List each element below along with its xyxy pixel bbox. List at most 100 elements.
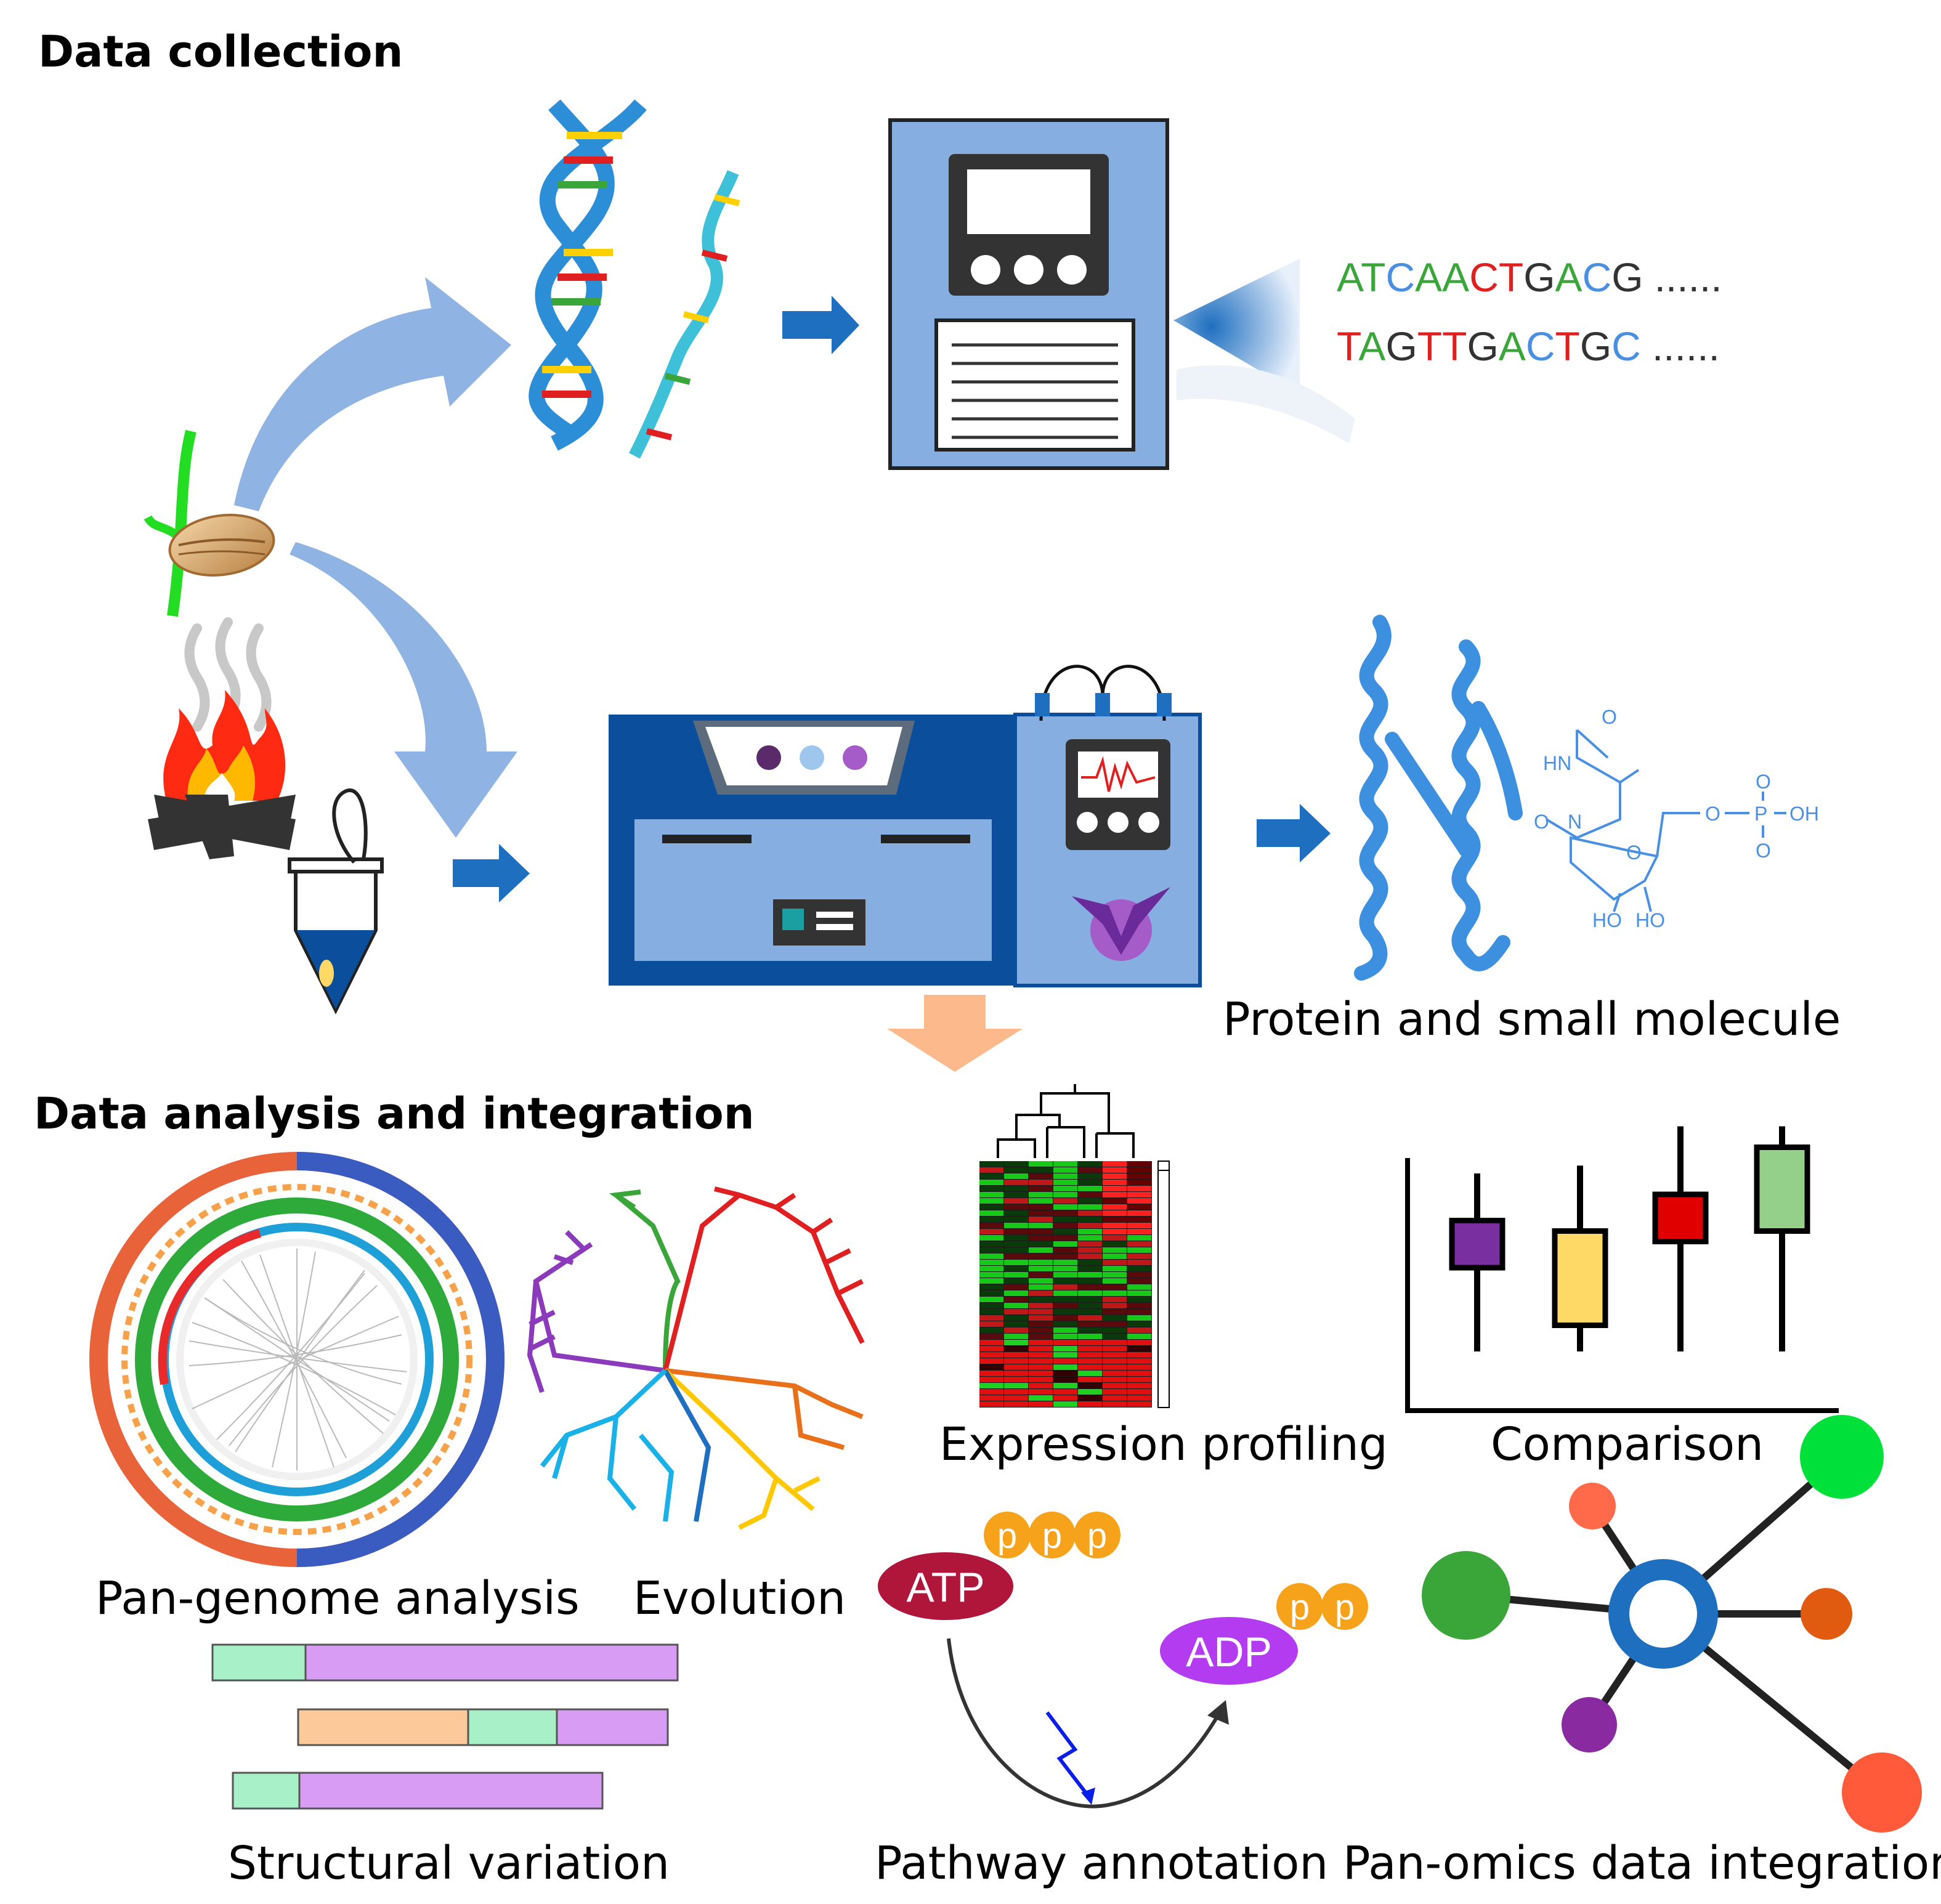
heatmap-cell — [1004, 1180, 1028, 1185]
heatmap-cell — [1053, 1383, 1077, 1388]
heatmap-cell — [1103, 1217, 1127, 1222]
phosphate-label: p — [1335, 1587, 1355, 1627]
heatmap-cell — [1029, 1161, 1053, 1167]
heatmap-cell — [1127, 1192, 1151, 1197]
heatmap-cell — [1053, 1266, 1077, 1271]
integration-network — [1422, 1415, 1922, 1833]
heatmap-cell — [1127, 1173, 1151, 1179]
heatmap-cell — [979, 1297, 1003, 1302]
heatmap-cell — [979, 1198, 1003, 1204]
sequence-base: C — [1385, 254, 1415, 300]
heatmap-cell — [1078, 1161, 1102, 1167]
heatmap-cell — [1004, 1278, 1028, 1284]
boxplot-box — [1552, 1228, 1608, 1328]
heatmap-cell — [1029, 1210, 1053, 1216]
heatmap-cell — [979, 1254, 1003, 1259]
boxplot-box — [1449, 1218, 1505, 1271]
heatmap-cell — [1029, 1235, 1053, 1241]
heatmap-cell — [1078, 1272, 1102, 1278]
heatmap-cell — [1004, 1346, 1028, 1351]
adp-ellipse — [1160, 1617, 1298, 1685]
heatmap-cell — [979, 1334, 1003, 1339]
sequence-base: G — [1611, 254, 1643, 300]
heatmap-cell — [979, 1161, 1003, 1167]
heatmap-cell — [1103, 1204, 1127, 1210]
boxplot-box — [1754, 1144, 1810, 1234]
heatmap-cell — [1029, 1284, 1053, 1290]
heatmap-cell — [979, 1223, 1003, 1228]
heatmap-cell — [1127, 1272, 1151, 1278]
heatmap-cell — [1127, 1254, 1151, 1259]
heatmap-cell — [1127, 1161, 1151, 1167]
sequencer-machine — [888, 118, 1169, 470]
heatmap-cell — [1029, 1352, 1053, 1358]
heatmap-cell — [1004, 1340, 1028, 1345]
sequence-base: C — [1469, 254, 1499, 300]
heatmap-cell — [1103, 1327, 1127, 1333]
heatmap-cell — [979, 1346, 1003, 1351]
heatmap-cell — [1004, 1161, 1028, 1167]
heatmap-cell — [1078, 1278, 1102, 1284]
sv-segment — [556, 1708, 669, 1746]
heatmap-cell — [1004, 1309, 1028, 1315]
heatmap-cell — [979, 1401, 1003, 1407]
heatmap-cell — [979, 1167, 1003, 1173]
label-comparison: Comparison — [1491, 1418, 1764, 1471]
chem-label-hn: HN — [1543, 752, 1571, 774]
node-purple-bottom — [1562, 1697, 1617, 1752]
heatmap-cell — [1078, 1377, 1102, 1382]
heatmap-cell — [979, 1204, 1003, 1210]
heatmap-cell — [979, 1247, 1003, 1253]
sequence-base: G — [1580, 323, 1611, 369]
heatmap-cell — [979, 1266, 1003, 1271]
heatmap-cell — [1127, 1364, 1151, 1370]
heatmap-cell — [1029, 1272, 1053, 1278]
comparison-boxplot — [1405, 1126, 1839, 1413]
svg-text:ATCAACTGACG......: ATCAACTGACG...... — [1337, 254, 1722, 300]
heatmap-cell — [1004, 1364, 1028, 1370]
heatmap-cell — [979, 1352, 1003, 1358]
heatmap-cell — [1004, 1217, 1028, 1222]
heatmap-cell — [979, 1315, 1003, 1321]
heatmap-cell — [1053, 1401, 1077, 1407]
heatmap-cell — [1127, 1297, 1151, 1302]
sv-segment — [211, 1643, 307, 1682]
heading-data-collection: Data collection — [38, 26, 403, 77]
heatmap-cell — [1127, 1340, 1151, 1345]
heatmap-cell — [1053, 1167, 1077, 1173]
heatmap-cell — [1004, 1167, 1028, 1173]
heatmap-cell — [1029, 1395, 1053, 1401]
heatmap-cell — [979, 1278, 1003, 1284]
atp-label: ATP — [906, 1564, 984, 1611]
heatmap-cell — [1103, 1321, 1127, 1327]
label-pan-omics: Pan-omics data integration — [1343, 1837, 1941, 1890]
adp-label: ADP — [1186, 1629, 1272, 1675]
heatmap-cell — [1053, 1235, 1077, 1241]
sequence-ellipsis: ...... — [1655, 254, 1722, 300]
prism-icon — [1173, 259, 1355, 444]
heatmap-cell — [979, 1180, 1003, 1185]
heatmap-cell — [1103, 1161, 1127, 1167]
heatmap-cell — [1078, 1247, 1102, 1253]
heatmap-cell — [1078, 1389, 1102, 1395]
heatmap-cell — [979, 1371, 1003, 1376]
heatmap-cell — [979, 1364, 1003, 1370]
sv-segment — [467, 1708, 558, 1746]
structural-variation-bars — [211, 1643, 679, 1810]
heatmap-cell — [1004, 1327, 1028, 1333]
heatmap-cell — [1053, 1223, 1077, 1228]
chem-label-o: O — [1705, 803, 1720, 825]
svg-text:TAGTTGACTGC......: TAGTTGACTGC...... — [1337, 323, 1720, 369]
heatmap-cell — [1078, 1241, 1102, 1247]
chem-label-p: P — [1754, 803, 1767, 825]
protein-structure-icon — [1354, 615, 1523, 981]
heatmap-cell — [1127, 1334, 1151, 1339]
reaction-arrow-icon — [947, 1638, 1222, 1809]
heatmap-cell — [1053, 1278, 1077, 1284]
heatmap-cell — [1103, 1186, 1127, 1191]
heatmap-cell — [1103, 1266, 1127, 1271]
nucleotide-structure-icon — [1545, 729, 1786, 912]
heatmap-cell — [979, 1235, 1003, 1241]
phosphate-label: p — [1087, 1516, 1107, 1556]
heatmap-cell — [1103, 1247, 1127, 1253]
